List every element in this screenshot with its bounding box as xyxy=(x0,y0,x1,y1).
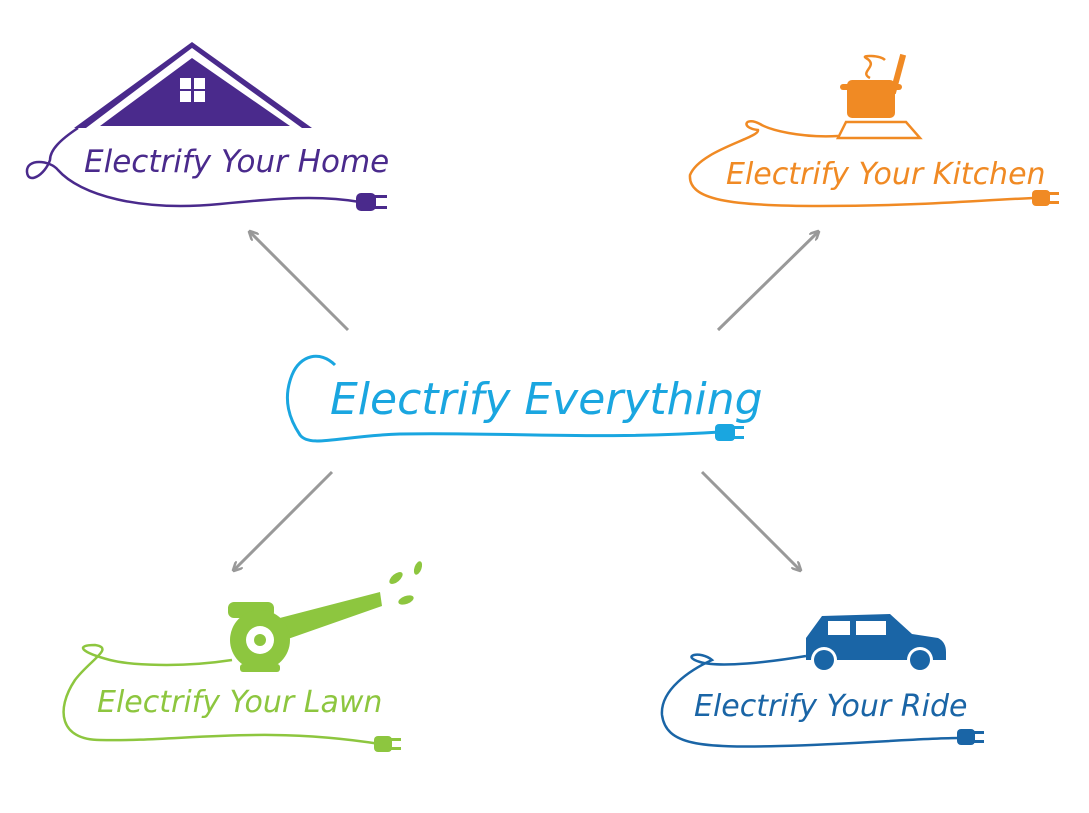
lawn-label: Electrify Your Lawn xyxy=(97,685,382,720)
lawn-logo xyxy=(62,561,423,752)
arrow-to-ride xyxy=(700,470,800,570)
home-label: Electrify Your Home xyxy=(84,144,389,180)
cord xyxy=(660,653,961,748)
plug-icon xyxy=(374,736,401,752)
center-label: Electrify Everything xyxy=(330,374,763,425)
kitchen-label: Electrify Your Kitchen xyxy=(726,157,1046,192)
cord xyxy=(688,120,1036,208)
cooking-pot-icon xyxy=(840,53,907,118)
cord xyxy=(25,126,361,208)
ride-logo xyxy=(660,614,984,748)
arrow-to-home xyxy=(250,232,350,332)
window-icon xyxy=(180,78,205,102)
center-logo xyxy=(285,354,744,443)
plug-icon xyxy=(356,193,387,211)
ride-label: Electrify Your Ride xyxy=(694,689,967,724)
plug-icon xyxy=(715,424,744,441)
arrow-to-kitchen xyxy=(716,232,818,332)
cord xyxy=(62,643,381,746)
plug-icon xyxy=(957,729,984,745)
home-logo xyxy=(25,42,387,211)
house-icon xyxy=(74,42,312,128)
car-icon xyxy=(806,614,946,673)
stove-icon xyxy=(835,120,923,140)
arrow-to-lawn xyxy=(234,470,334,570)
leaf-blower-icon xyxy=(228,592,382,672)
plug-icon xyxy=(1032,190,1059,206)
kitchen-logo xyxy=(688,53,1059,208)
leaves-icon xyxy=(389,561,423,605)
steam-icon xyxy=(863,54,886,80)
cord xyxy=(285,354,721,443)
